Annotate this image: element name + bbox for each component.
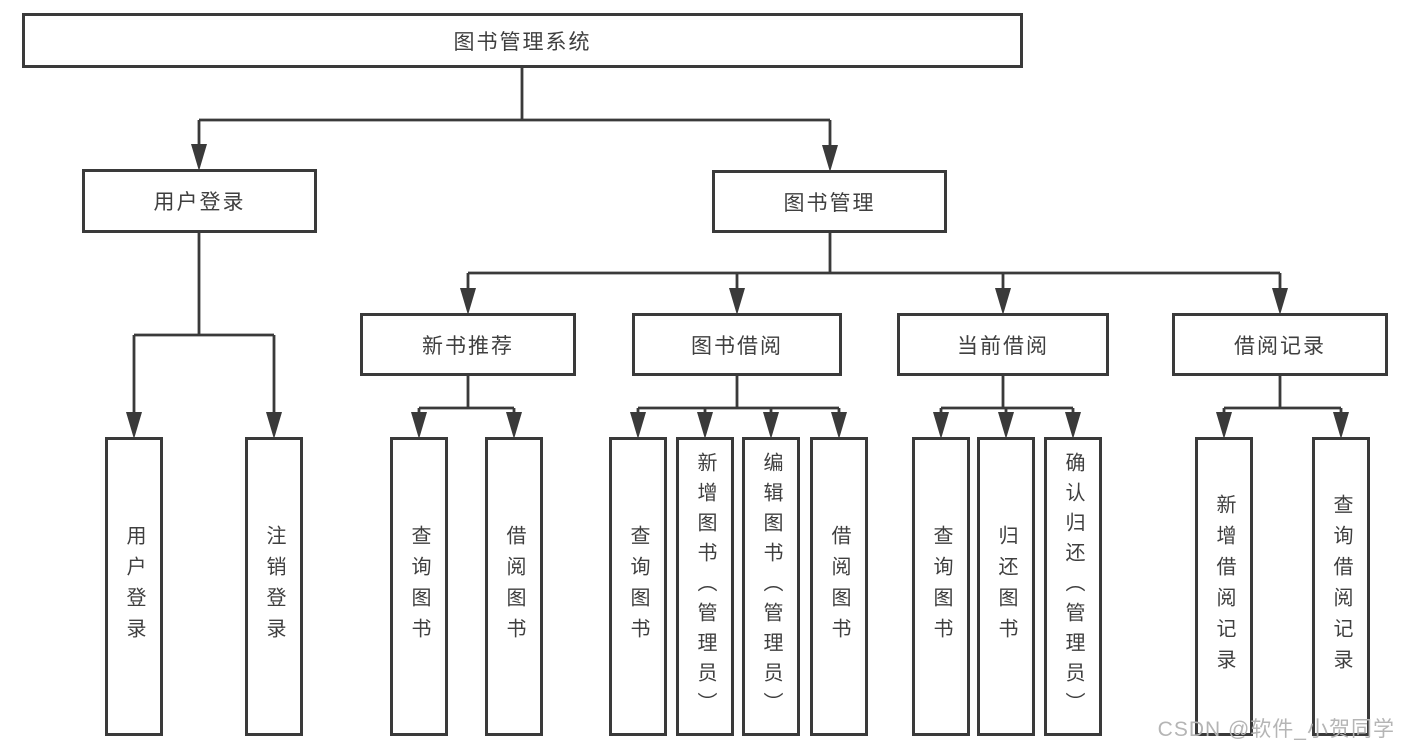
csdn-watermark: CSDN @软件_小贺同学 bbox=[1157, 718, 1395, 741]
arrowheads bbox=[126, 144, 1349, 439]
leaf-query-books-current: 查询图书 bbox=[912, 437, 970, 736]
leaf-query-borrow-record: 查询借阅记录 bbox=[1312, 437, 1370, 736]
node-current-borrowing: 当前借阅 bbox=[897, 313, 1109, 376]
leaf-query-books-borrow: 查询图书 bbox=[609, 437, 667, 736]
connector-paths bbox=[132, 68, 1343, 417]
leaf-borrow-books-recommend: 借阅图书 bbox=[485, 437, 543, 736]
leaf-borrow-books: 借阅图书 bbox=[810, 437, 868, 736]
leaf-add-borrow-record: 新增借阅记录 bbox=[1195, 437, 1253, 736]
node-borrowing-records: 借阅记录 bbox=[1172, 313, 1388, 376]
node-user-login: 用户登录 bbox=[82, 169, 317, 233]
leaf-edit-books-admin: 编辑图书（管理员） bbox=[742, 437, 800, 736]
leaf-add-books-admin: 新增图书（管理员） bbox=[676, 437, 734, 736]
node-book-management: 图书管理 bbox=[712, 170, 947, 233]
node-library-management-system: 图书管理系统 bbox=[22, 13, 1023, 68]
leaf-logout: 注销登录 bbox=[245, 437, 303, 736]
node-new-book-recommendation: 新书推荐 bbox=[360, 313, 576, 376]
leaf-query-books-recommend: 查询图书 bbox=[390, 437, 448, 736]
leaf-confirm-return-admin: 确认归还（管理员） bbox=[1044, 437, 1102, 736]
leaf-return-books: 归还图书 bbox=[977, 437, 1035, 736]
leaf-user-login: 用户登录 bbox=[105, 437, 163, 736]
node-book-borrowing: 图书借阅 bbox=[632, 313, 842, 376]
